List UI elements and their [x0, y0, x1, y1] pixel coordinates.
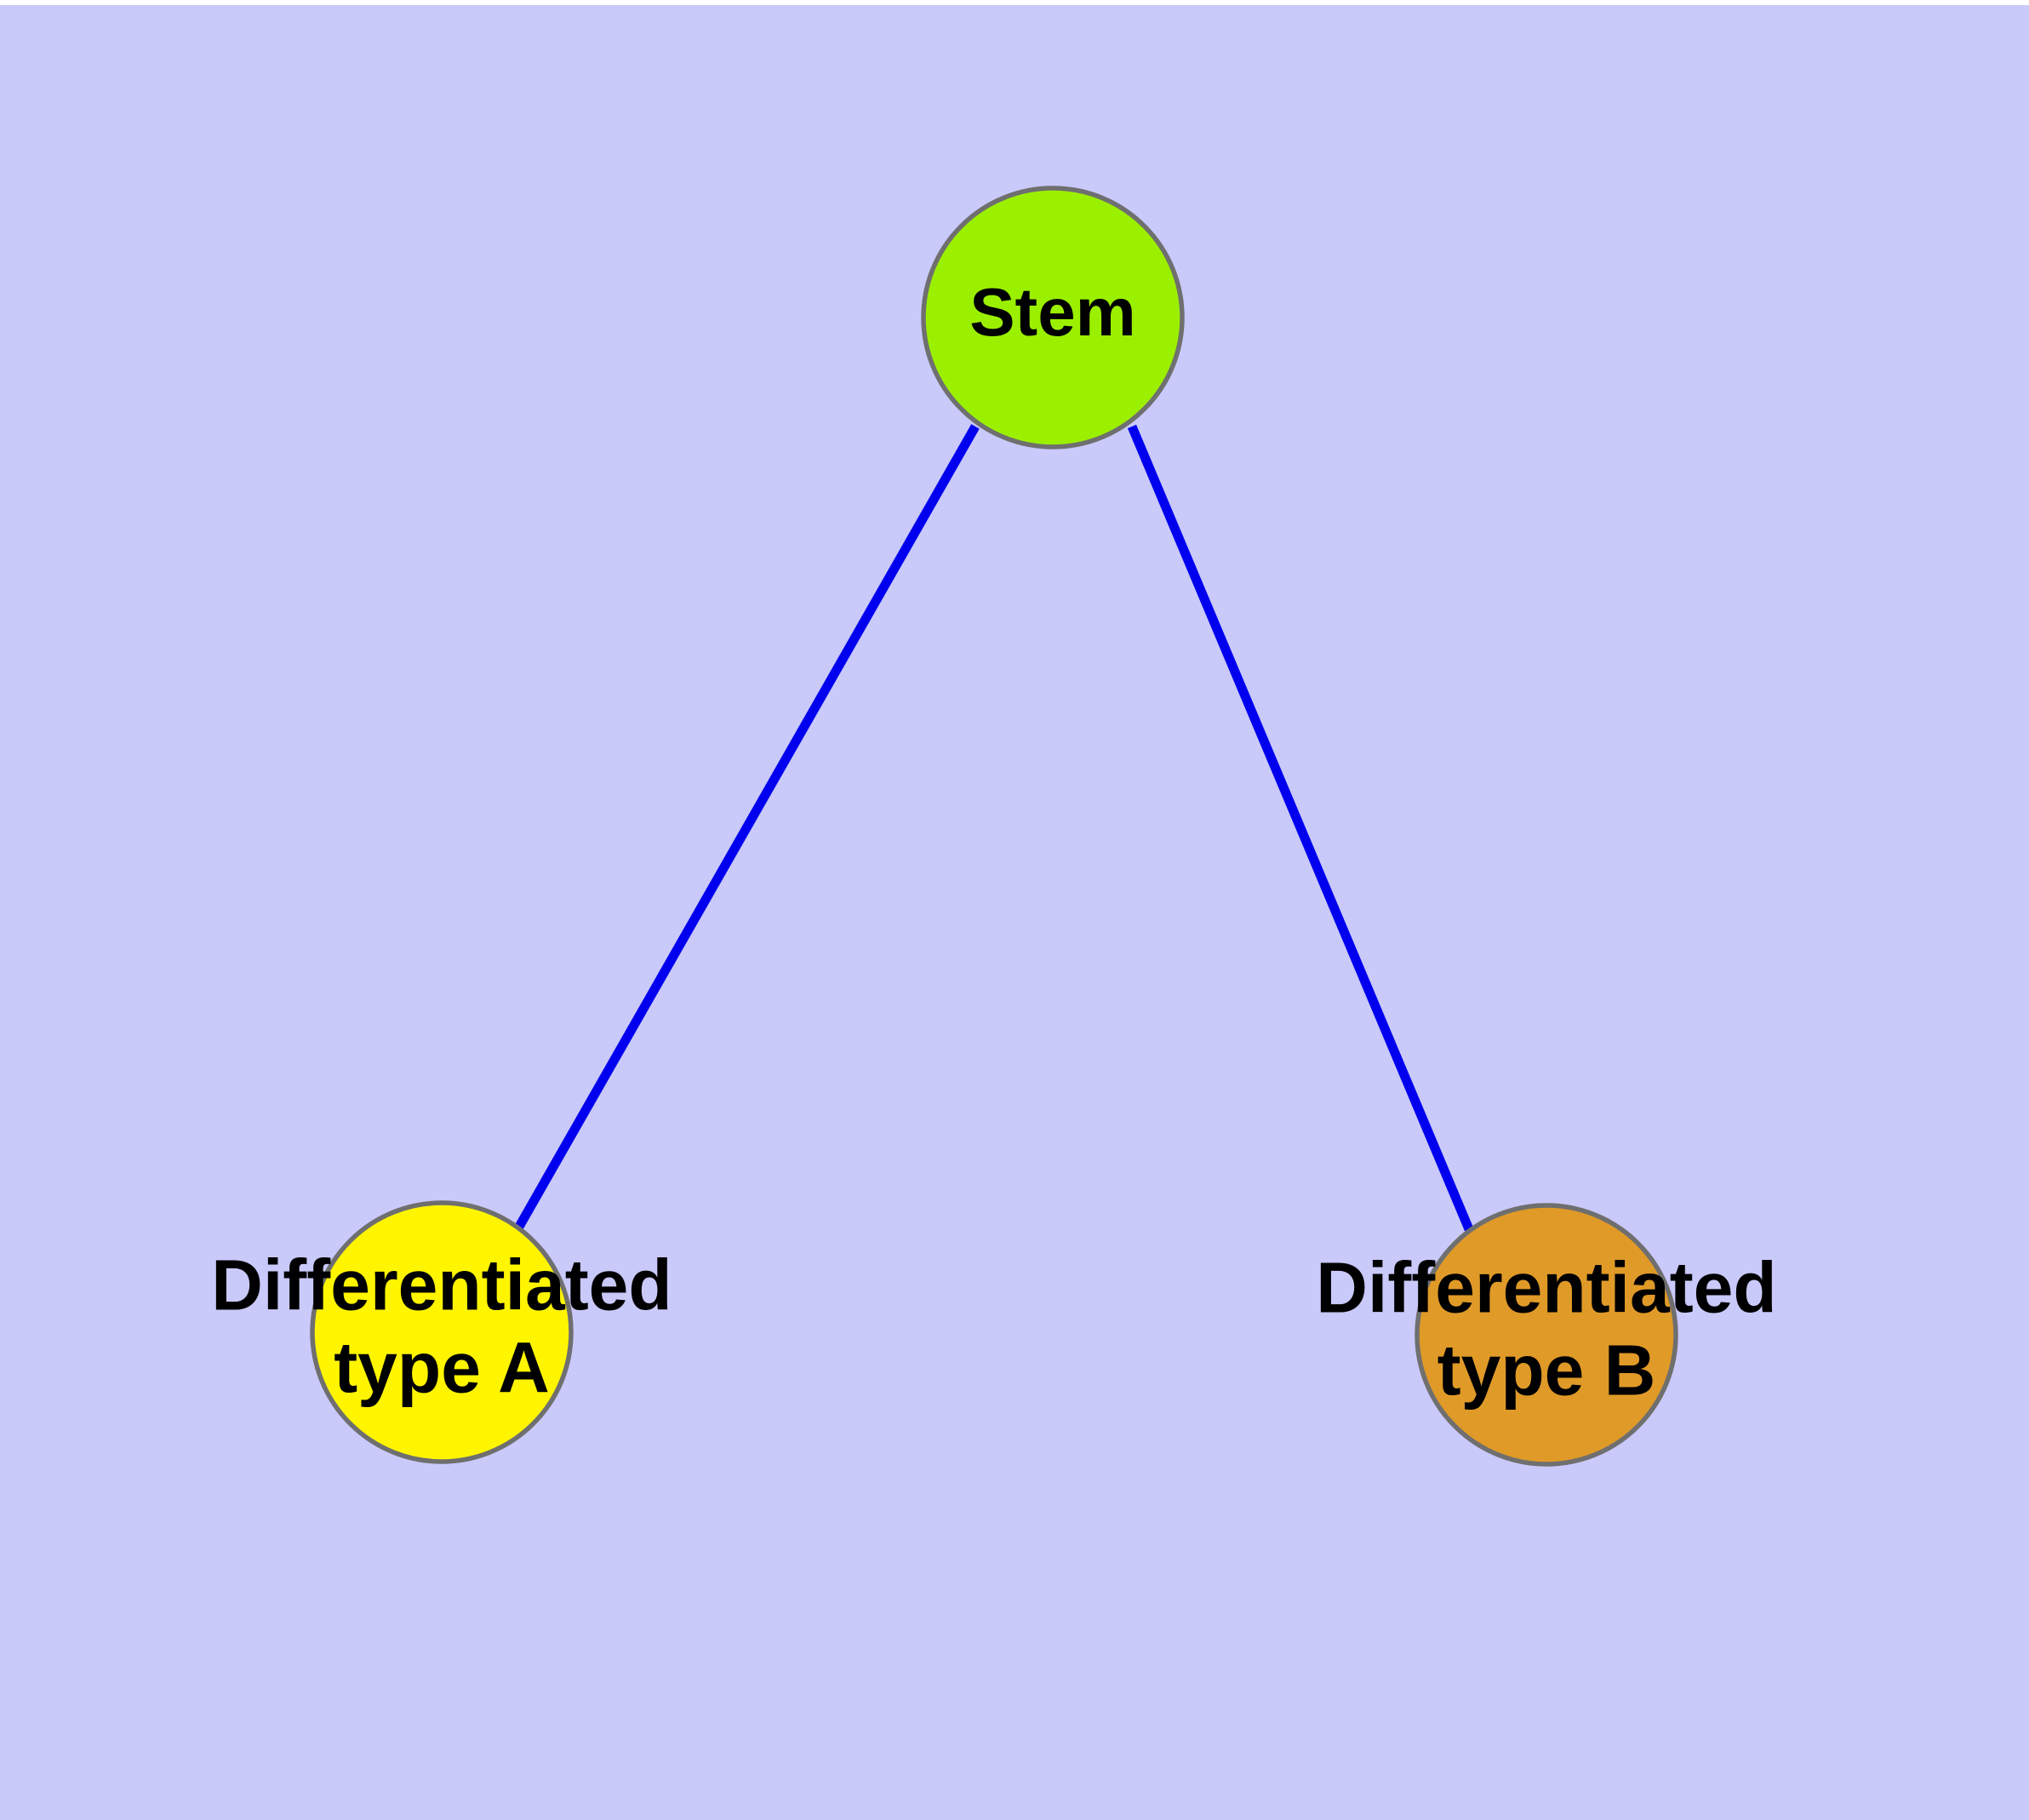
node-circle-diff-a[interactable]: [310, 1200, 574, 1464]
graph-edge: [515, 424, 980, 1229]
graph-edge: [1127, 424, 1474, 1232]
graph-node-diff-a[interactable]: [310, 1200, 574, 1464]
node-circle-stem[interactable]: [921, 186, 1185, 449]
graph-node-stem[interactable]: [921, 186, 1185, 449]
node-label-line: Stem: [969, 274, 1136, 350]
node-label-line: Differentiated: [211, 1245, 672, 1325]
edges-layer: [515, 424, 1474, 1232]
node-circle-diff-b[interactable]: [1415, 1203, 1678, 1467]
node-label-line: type A: [334, 1327, 550, 1407]
node-label-line: type B: [1437, 1330, 1656, 1410]
graph-node-diff-b[interactable]: [1415, 1203, 1678, 1467]
node-label-line: Differentiated: [1316, 1248, 1776, 1328]
node-label-stem: Stem: [969, 274, 1136, 350]
